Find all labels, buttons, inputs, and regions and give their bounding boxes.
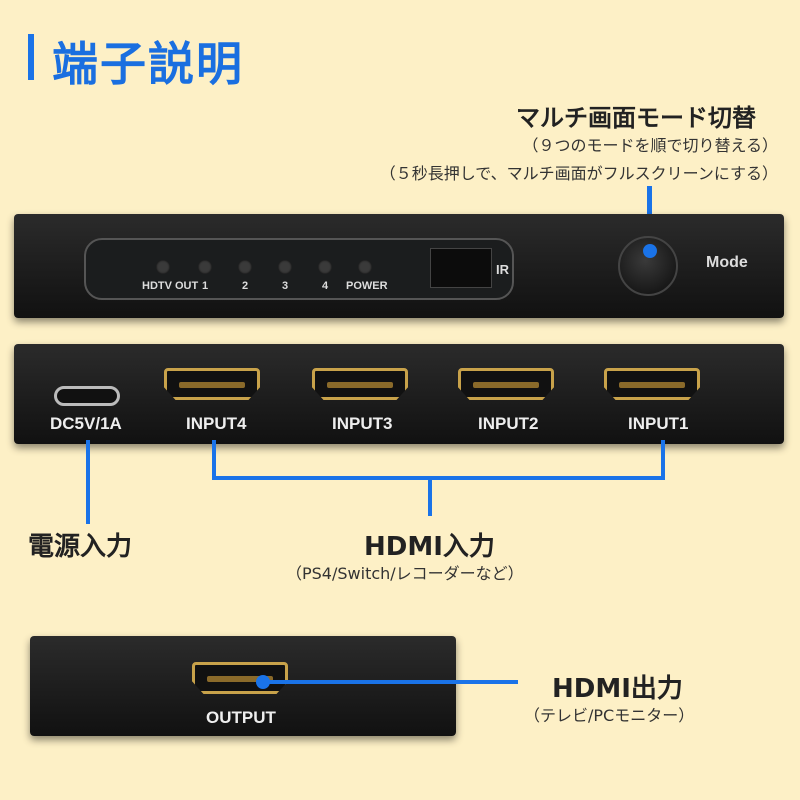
- led-2: [238, 260, 252, 274]
- hdmi-input-note: （PS4/Switch/レコーダーなど）: [286, 564, 524, 583]
- led-power: [358, 260, 372, 274]
- mode-note-2: （５秒長押しで、マルチ画面がフルスクリーンにする）: [379, 164, 778, 183]
- bracket-right-line: [661, 440, 665, 480]
- hdmi-input2-port: [458, 368, 554, 400]
- led-hdtv-out: [156, 260, 170, 274]
- led-label-hdtv-out: HDTV OUT: [142, 280, 199, 292]
- led-label-2: 2: [242, 280, 249, 292]
- usb-c-port: [54, 386, 120, 406]
- power-port-label: DC5V/1A: [50, 414, 122, 433]
- led-label-1: 1: [202, 280, 209, 292]
- input1-label: INPUT1: [628, 414, 689, 433]
- hdmi-output-note: （テレビ/PCモニター）: [524, 706, 695, 725]
- hdmi-input-heading: HDMI入力: [364, 532, 495, 562]
- hdmi-input4-port: [164, 368, 260, 400]
- output-label: OUTPUT: [206, 708, 276, 727]
- led-label-4: 4: [322, 280, 329, 292]
- power-input-heading: 電源入力: [28, 532, 133, 562]
- output-callout-line: [264, 680, 518, 684]
- input4-label: INPUT4: [186, 414, 247, 433]
- front-panel: HDTV OUT 1 2 3 4 POWER IR Mode: [14, 214, 784, 318]
- hdmi-output-heading: HDMI出力: [552, 674, 683, 704]
- output-panel: OUTPUT: [30, 636, 456, 736]
- led-label-power: POWER: [346, 280, 388, 292]
- title-accent-bar: [28, 34, 34, 80]
- led-3: [278, 260, 292, 274]
- mode-note-1: （９つのモードを順で切り替える）: [522, 136, 778, 155]
- ir-label: IR: [496, 262, 509, 277]
- mode-heading: マルチ画面モード切替: [516, 104, 756, 132]
- led-4: [318, 260, 332, 274]
- led-1: [198, 260, 212, 274]
- mode-callout-dot: [643, 244, 657, 258]
- hdmi-input3-port: [312, 368, 408, 400]
- bracket-horizontal-line: [212, 476, 665, 480]
- input2-label: INPUT2: [478, 414, 539, 433]
- mode-button[interactable]: [618, 236, 678, 296]
- hdmi-output-port: [192, 662, 288, 694]
- input3-label: INPUT3: [332, 414, 393, 433]
- led-panel: HDTV OUT 1 2 3 4 POWER IR: [84, 238, 514, 300]
- power-callout-line: [86, 440, 90, 524]
- hdmi-input1-port: [604, 368, 700, 400]
- back-panel: DC5V/1A INPUT4 INPUT3 INPUT2 INPUT1: [14, 344, 784, 444]
- bracket-left-line: [212, 440, 216, 480]
- ir-receiver-window: [430, 248, 492, 288]
- output-callout-dot: [256, 675, 270, 689]
- mode-label: Mode: [706, 254, 748, 271]
- page-title: 端子説明: [52, 37, 244, 91]
- bracket-center-line: [428, 476, 432, 516]
- led-label-3: 3: [282, 280, 289, 292]
